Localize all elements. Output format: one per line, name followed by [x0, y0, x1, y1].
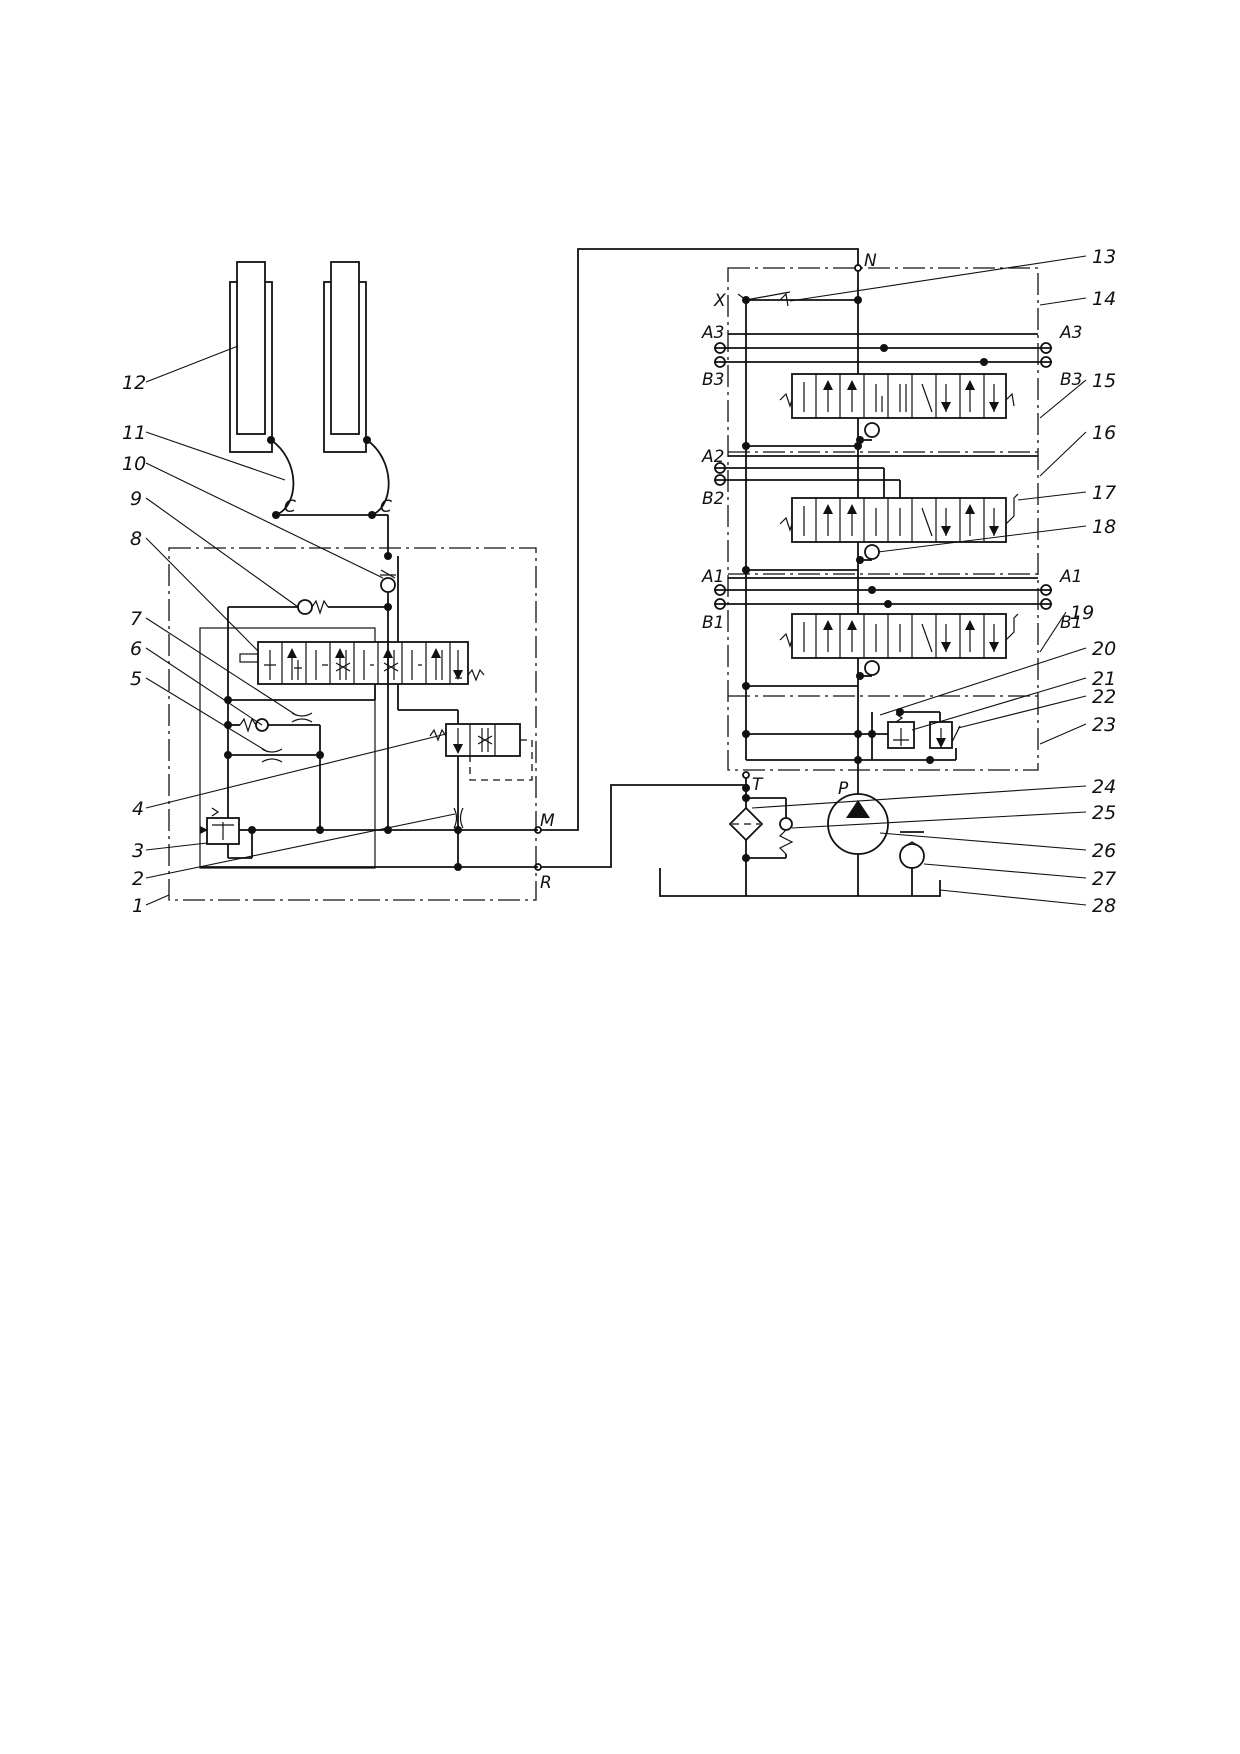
port-label-n: N — [864, 251, 877, 271]
part-number-18: 18 — [1092, 516, 1116, 538]
part-number-14: 14 — [1092, 288, 1116, 310]
port-label-a2: A2 — [701, 447, 724, 467]
part-number-21: 21 — [1092, 668, 1116, 690]
part-number-28: 28 — [1092, 895, 1116, 917]
port-label-b3-left: B3 — [702, 370, 724, 390]
part-number-2: 2 — [132, 868, 144, 890]
port-label-m: M — [540, 811, 555, 831]
connecting-lines — [541, 248, 859, 868]
port-label-c-right: C — [380, 497, 392, 517]
part-number-4: 4 — [132, 798, 144, 820]
part-number-12: 12 — [122, 372, 146, 394]
part-number-6: 6 — [130, 638, 142, 660]
port-label-b1-right: B1 — [1060, 613, 1082, 633]
port-label-p: P — [838, 779, 849, 799]
part-number-10: 10 — [122, 453, 146, 475]
port-label-r: R — [540, 873, 552, 893]
part-number-19: 19 — [1070, 602, 1094, 624]
part-number-24: 24 — [1092, 776, 1116, 798]
part-number-13: 13 — [1092, 246, 1116, 268]
port-label-a3-left: A3 — [701, 323, 724, 343]
part-number-20: 20 — [1092, 638, 1116, 660]
part-number-11: 11 — [122, 422, 146, 444]
sectional-valve-stack — [714, 264, 1052, 896]
part-number-17: 17 — [1092, 482, 1116, 504]
port-label-b1-left: B1 — [702, 613, 724, 633]
part-number-8: 8 — [130, 528, 142, 550]
part-number-22: 22 — [1092, 686, 1116, 708]
port-label-b3-right: B3 — [1060, 370, 1082, 390]
part-number-7: 7 — [130, 608, 142, 630]
port-label-a3-right: A3 — [1059, 323, 1082, 343]
control-block-left — [168, 547, 542, 901]
port-label-b2: B2 — [702, 489, 724, 509]
port-label-a1-left: A1 — [701, 567, 724, 587]
part-number-9: 9 — [130, 488, 142, 510]
port-label-a1-right: A1 — [1059, 567, 1082, 587]
part-number-labels: 1 2 3 4 5 6 7 8 9 10 11 12 13 14 15 16 1… — [122, 246, 1116, 917]
leader-lines — [145, 255, 1087, 906]
part-number-3: 3 — [132, 840, 144, 862]
part-number-16: 16 — [1092, 422, 1116, 444]
part-number-15: 15 — [1092, 370, 1116, 392]
port-label-t: T — [752, 775, 764, 795]
part-number-1: 1 — [132, 895, 144, 917]
part-number-26: 26 — [1092, 840, 1116, 862]
port-labels: N X A3 A3 B3 B3 A2 B2 A1 A1 B1 B1 C C M … — [284, 251, 1082, 893]
port-label-c-left: C — [284, 497, 296, 517]
part-number-25: 25 — [1092, 802, 1116, 824]
part-number-23: 23 — [1092, 714, 1116, 736]
pump-and-tank — [659, 771, 941, 897]
part-number-27: 27 — [1092, 868, 1116, 890]
hydraulic-cylinders — [229, 261, 390, 556]
part-number-5: 5 — [130, 668, 142, 690]
port-label-x: X — [713, 291, 726, 311]
